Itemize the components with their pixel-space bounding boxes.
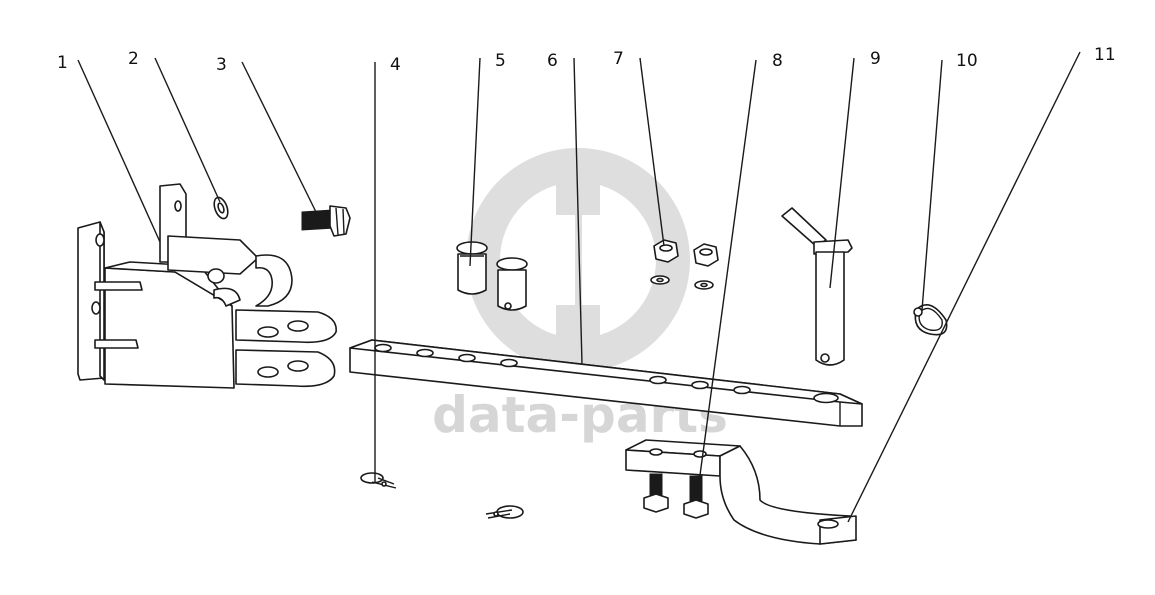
- part-6-drawbar: [349, 339, 863, 427]
- watermark-logo: [466, 148, 690, 372]
- part-9-handle-pin: [781, 207, 853, 366]
- leader-5: [469, 57, 481, 267]
- callout-9: 9: [870, 49, 881, 69]
- leader-9: [829, 57, 855, 289]
- leader-11: [847, 51, 1081, 523]
- leader-6: [573, 57, 583, 365]
- leader-3: [241, 61, 317, 213]
- part-4-pin-clip-2: [485, 505, 524, 519]
- part-7-nuts-washers: [650, 239, 719, 290]
- callout-7: 7: [613, 49, 624, 69]
- leader-10: [921, 59, 943, 311]
- leader-1: [77, 59, 161, 243]
- callout-6: 6: [547, 51, 558, 71]
- part-11-hitch-bar: [625, 439, 857, 545]
- callout-10: 10: [956, 51, 978, 71]
- leader-lines: [77, 51, 1081, 523]
- callout-8: 8: [772, 51, 783, 71]
- leader-7: [639, 57, 665, 247]
- part-1-hitch-bracket: [77, 183, 337, 389]
- part-4-pin-clip: [360, 472, 397, 489]
- callout-numbers: 1 2 3 4 5 6 7 8 9 10 11: [57, 45, 1116, 75]
- callout-3: 3: [216, 55, 227, 75]
- part-5-pins: [456, 241, 528, 311]
- part-10-lynch-pin: [913, 304, 948, 336]
- callout-5: 5: [495, 51, 506, 71]
- leader-2: [154, 57, 221, 203]
- callout-2: 2: [128, 49, 139, 69]
- part-3-bolt: [301, 205, 351, 237]
- callout-11: 11: [1094, 45, 1116, 65]
- callout-1: 1: [57, 53, 68, 73]
- leader-8: [697, 59, 757, 491]
- callout-4: 4: [390, 55, 401, 75]
- part-2-washer: [213, 196, 229, 220]
